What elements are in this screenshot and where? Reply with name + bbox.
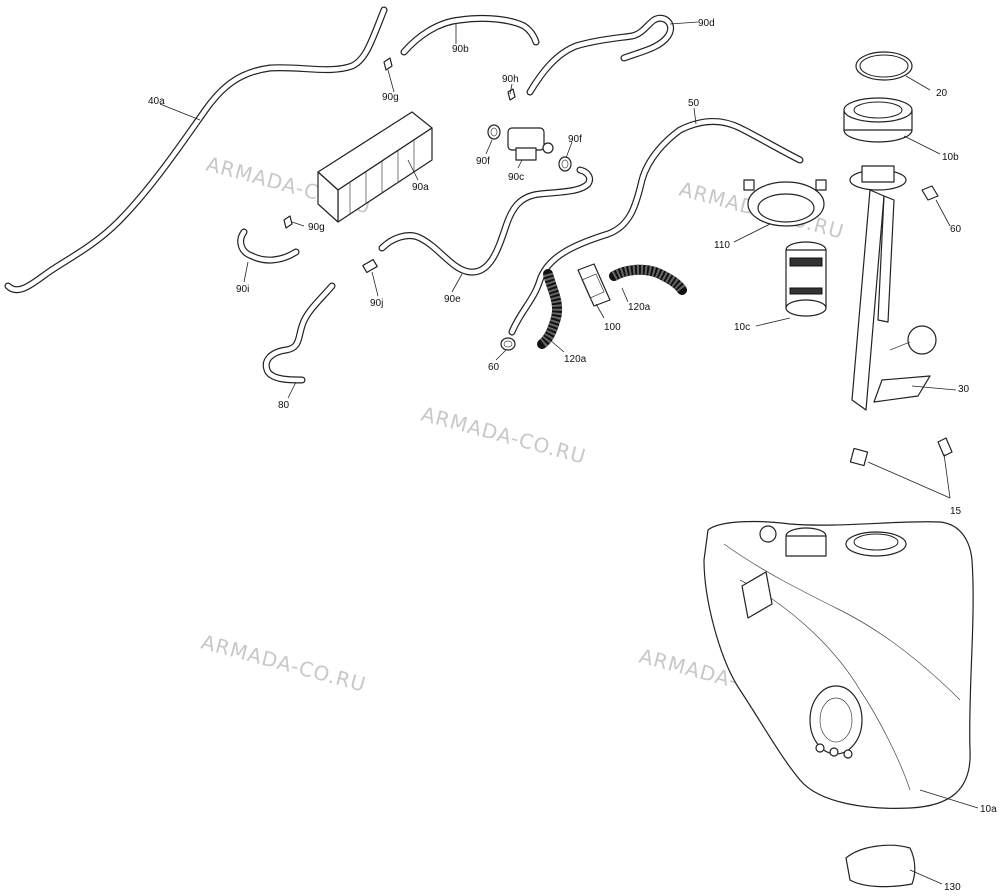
label-10c: 10c: [734, 322, 750, 333]
label-90i: 90i: [236, 284, 249, 295]
label-50: 50: [688, 98, 700, 109]
label-90h: 90h: [502, 74, 519, 85]
label-110: 110: [714, 240, 730, 251]
label-120a-high: 120a: [628, 302, 651, 313]
clip-90g-mid: [283, 215, 293, 229]
label-100: 100: [604, 322, 621, 333]
pad-130: [845, 844, 916, 888]
hose-50: [508, 117, 804, 336]
clip-90h: [507, 88, 516, 101]
callout-labels: 40a 90g 90b 90h 90d 90a 90f 90f 90c 90g …: [148, 18, 997, 893]
watermark-4: ARMADA-CO.RU: [199, 630, 369, 697]
label-60-right: 60: [950, 224, 962, 235]
label-10a: 10a: [980, 804, 997, 815]
clip-60-right: [921, 185, 939, 201]
vent-hose-40a: [4, 6, 388, 294]
hose-90i: [237, 228, 300, 264]
label-30: 30: [958, 384, 970, 395]
connector-100: [577, 263, 611, 307]
label-40a: 40a: [148, 96, 165, 107]
clip-90g-top: [383, 57, 393, 71]
label-90c: 90c: [508, 172, 524, 183]
label-60-left: 60: [488, 362, 500, 373]
label-80: 80: [278, 400, 290, 411]
label-90a: 90a: [412, 182, 429, 193]
label-90f-left: 90f: [476, 156, 490, 167]
label-120a-low: 120a: [564, 354, 587, 365]
fuel-sender-30: [849, 165, 937, 411]
corrugated-hose-120a-low: [537, 269, 562, 349]
hose-90e: [378, 166, 594, 276]
corrugated-hose-120a-high: [609, 264, 687, 295]
hose-90d: [526, 14, 675, 96]
purge-valve-90c: [507, 127, 554, 161]
lock-ring-110: [743, 179, 827, 227]
label-15: 15: [950, 506, 962, 517]
clip-15-right: [937, 437, 953, 457]
leader-lines: [159, 21, 979, 885]
watermark-3: ARMADA-CO.RU: [419, 402, 589, 469]
label-90g-mid: 90g: [308, 222, 325, 233]
fitting-90j: [362, 258, 378, 274]
evap-canister-90a: [317, 111, 433, 223]
label-90b: 90b: [452, 44, 469, 55]
label-90j: 90j: [370, 298, 383, 309]
label-90d: 90d: [698, 18, 715, 29]
clamp-60-left: [500, 337, 516, 351]
label-20: 20: [936, 88, 948, 99]
hose-80: [262, 282, 336, 384]
clamp-90f-left: [487, 124, 501, 140]
clip-15-left: [849, 447, 869, 467]
label-90f-right: 90f: [568, 134, 582, 145]
gasket-20: [855, 51, 913, 81]
hose-90b: [400, 14, 540, 56]
ring-nut-10b: [843, 97, 913, 143]
pump-module-10c: [785, 241, 827, 317]
fuel-tank-10a: [703, 520, 974, 809]
label-10b: 10b: [942, 152, 959, 163]
label-90e: 90e: [444, 294, 461, 305]
label-90g-top: 90g: [382, 92, 399, 103]
label-130: 130: [944, 882, 961, 893]
clamp-90f-right: [558, 156, 572, 172]
